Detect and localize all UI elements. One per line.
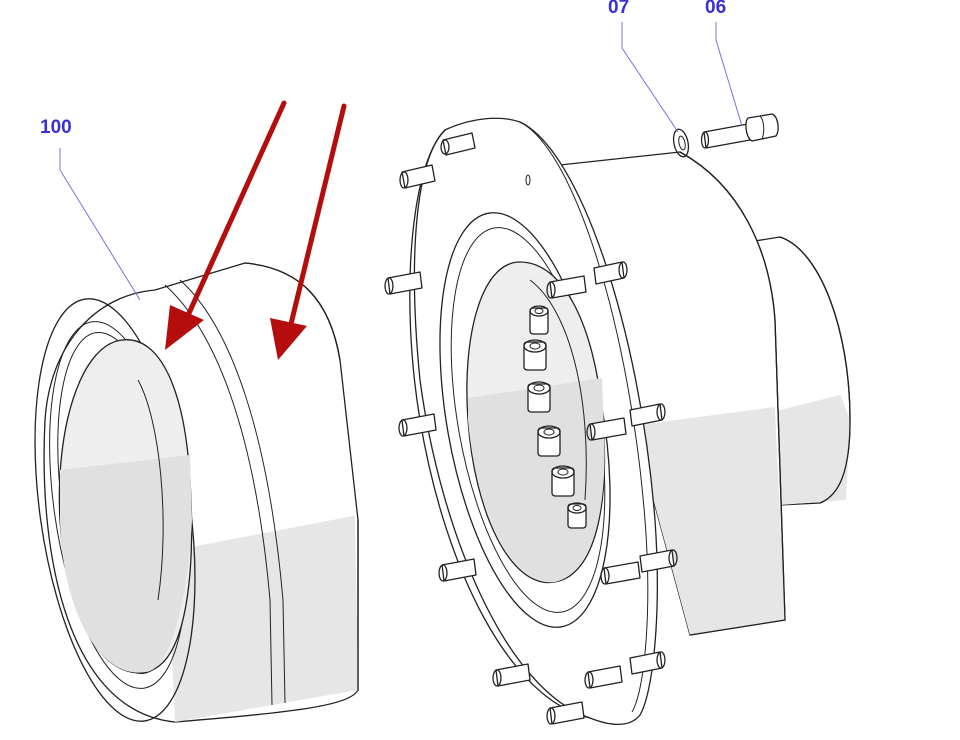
leader-lines <box>59 22 743 301</box>
flange-studs <box>384 132 678 725</box>
leader-06 <box>715 22 743 127</box>
bearing-ring[interactable] <box>11 262 359 740</box>
stud <box>584 665 623 689</box>
stud <box>384 271 423 295</box>
stud <box>639 549 678 573</box>
bolt-boss <box>527 381 551 413</box>
callout-arrows <box>165 100 347 360</box>
leader-07 <box>621 22 679 133</box>
stud <box>593 261 628 285</box>
bolt-boss <box>523 339 547 371</box>
inner-bolt-bosses <box>523 305 587 529</box>
stud <box>399 164 436 189</box>
stud <box>546 275 587 299</box>
leader-100 <box>59 148 141 301</box>
bolt-boss <box>537 425 561 457</box>
stud <box>440 132 476 156</box>
stud <box>492 663 531 687</box>
part-label-06[interactable]: 06 <box>705 0 727 18</box>
stud <box>600 561 641 585</box>
wheel-hub[interactable] <box>384 117 852 726</box>
stud <box>546 701 585 725</box>
stud <box>438 558 477 582</box>
bolt[interactable] <box>700 113 779 149</box>
bolt-boss <box>529 305 549 335</box>
washer[interactable] <box>671 128 691 158</box>
bolt-boss <box>551 465 575 497</box>
stud <box>629 403 666 427</box>
stud <box>586 417 627 441</box>
part-label-100[interactable]: 100 <box>40 117 72 138</box>
bolt-boss <box>567 502 587 529</box>
red-arrow-right <box>270 103 347 360</box>
red-arrow-left <box>165 100 287 350</box>
stud <box>629 651 666 675</box>
part-label-07[interactable]: 07 <box>608 0 630 18</box>
stud <box>398 413 437 437</box>
